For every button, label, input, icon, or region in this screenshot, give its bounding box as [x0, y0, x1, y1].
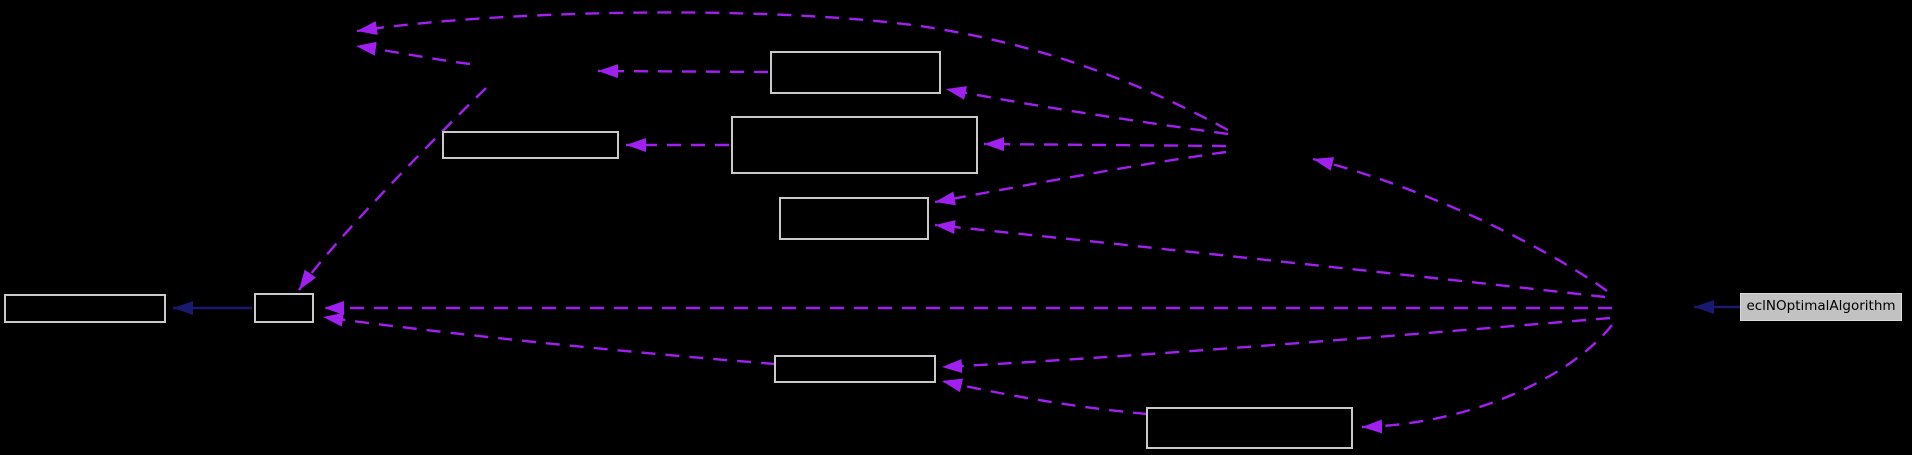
- edge-top-center-to-hidden-mid: [597, 64, 769, 79]
- edge-hidden-hub-to-hidden-right: [1312, 157, 1608, 292]
- edge-hidden-hub-to-center-lower: [934, 220, 1606, 299]
- node-upper-left-box[interactable]: [442, 131, 619, 159]
- node-center-large-box[interactable]: [731, 116, 978, 174]
- edge-bottom-right-to-bottom-center: [941, 378, 1148, 416]
- edge-hidden-right-to-center-large: [983, 137, 1227, 152]
- edge-hidden-right-to-top-center: [945, 86, 1229, 136]
- node-far-left-box[interactable]: [4, 294, 166, 323]
- node-bottom-right-box[interactable]: [1146, 407, 1353, 449]
- edge-hidden-mid-to-hidden-topleft: [355, 41, 471, 66]
- edge-hidden-right-to-center-lower: [934, 150, 1227, 206]
- node-center-lower-box[interactable]: [779, 197, 929, 240]
- edge-hidden-mid-to-small-left: [298, 87, 487, 291]
- edges-layer: [173, 11, 1740, 434]
- node-bottom-center-box[interactable]: [774, 355, 936, 383]
- edge-hidden-hub-to-bottom-right: [1361, 324, 1613, 434]
- nodes-layer: [4, 51, 1353, 449]
- edge-hidden-right-to-hidden-topleft: [356, 11, 1229, 132]
- node-top-center-box[interactable]: [770, 51, 941, 94]
- edge-bottom-center-to-small-left: [322, 312, 776, 366]
- node-eclNOptimalAlgorithm[interactable]: eclNOptimalAlgorithm: [1740, 293, 1902, 321]
- node-small-left-box[interactable]: [254, 293, 314, 323]
- edge-hidden-hub-to-bottom-center: [941, 316, 1611, 373]
